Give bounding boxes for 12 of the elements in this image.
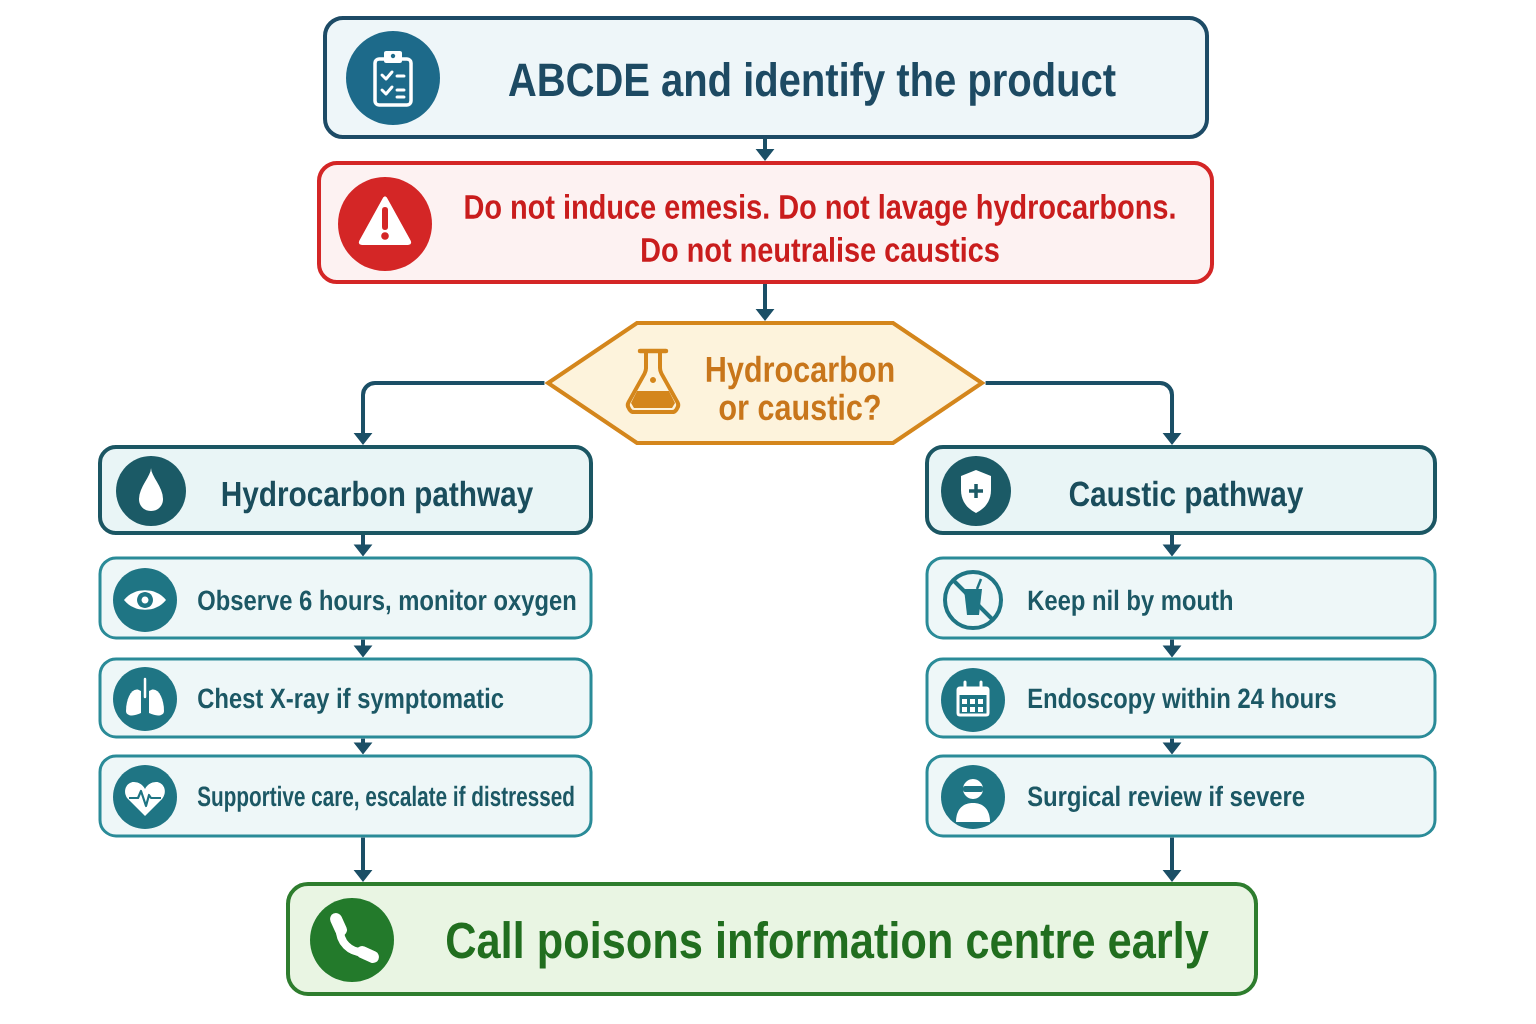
step-box: Keep nil by mouth — [925, 556, 1437, 640]
process-box: ABCDE and identify the product — [323, 16, 1209, 139]
step-box: Chest X-ray if symptomatic — [98, 657, 593, 739]
pathway-box: Caustic pathway — [925, 445, 1437, 535]
pathway-box: Hydrocarbon pathway — [98, 445, 593, 535]
step-box: Supportive care, escalate if distressed — [98, 754, 593, 838]
warning-box: Do not induce emesis. Do not lavage hydrocarbons. Do not neutralise caustics — [317, 161, 1214, 284]
action-box: Call poisons information centre early — [286, 882, 1258, 996]
decision-hexagon: Hydrocarbon or caustic? — [544, 321, 986, 445]
step-box: Endoscopy within 24 hours — [925, 657, 1437, 739]
step-box: Surgical review if severe — [925, 754, 1437, 838]
step-box: Observe 6 hours, monitor oxygen — [98, 556, 593, 640]
